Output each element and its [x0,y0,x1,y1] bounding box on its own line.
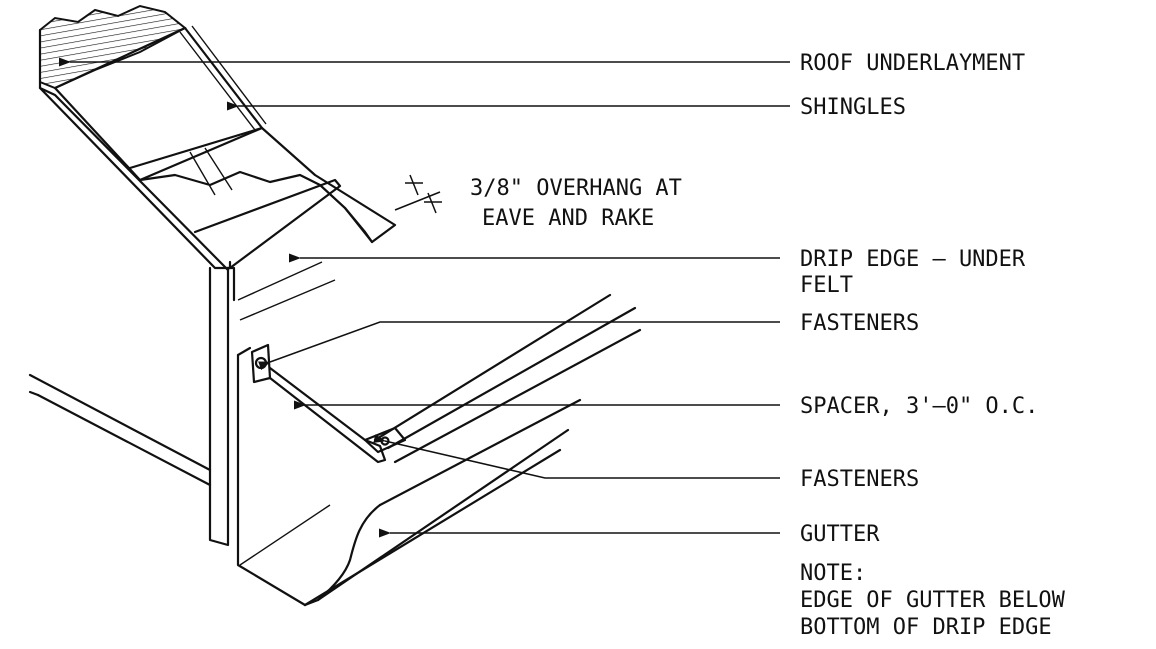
shingle-slot-line-2 [191,25,267,125]
label-note-line-1: EDGE OF GUTTER BELOW [800,588,1066,613]
hanger-rail-2 [386,306,637,450]
shingle-course-joint-1 [189,151,216,196]
roof-deck-top-edge [38,86,230,272]
gutter-back-top [236,346,252,357]
roof-assembly [38,4,397,321]
overhang-dimension [394,174,442,214]
shingle-lower-course [128,126,397,244]
upper-fastener-tab [250,343,272,384]
callout-labels: ROOF UNDERLAYMENT SHINGLES 3/8" OVERHANG… [470,51,1066,640]
upper-fastener-hole [254,356,268,370]
dimension-line [394,191,441,211]
gutter-assembly [236,293,642,607]
label-overhang-line-2: EAVE AND RAKE [482,206,654,231]
label-gutter: GUTTER [800,522,880,547]
label-roof-underlayment: ROOF UNDERLAYMENT [800,51,1025,76]
gutter-back-wall [236,353,307,607]
shingle-course-joint-2 [204,147,233,191]
label-note-heading: NOTE: [800,561,866,586]
drip-edge-flange [193,178,342,270]
dim-tick-2 [427,192,437,214]
label-overhang-line-1: 3/8" OVERHANG AT [470,176,682,201]
wall-plate-line-3 [28,390,40,397]
drip-edge-bend-1 [237,261,323,301]
hanger-rail-1 [373,293,612,442]
fascia-and-wall [28,266,236,547]
label-note-line-2: BOTTOM OF DRIP EDGE [800,615,1052,640]
leader-lines [59,57,790,538]
gutter-front-edge [303,448,562,607]
drip-edge-bend-2 [239,279,336,321]
shingle-slot-line-1 [179,31,256,131]
lower-fastener-tab [363,426,407,454]
leader-fasteners-upper [258,321,780,370]
label-fasteners-upper: FASTENERS [800,311,919,336]
label-drip-edge-line-2: FELT [800,273,853,298]
dim-tick-1 [409,174,419,196]
leader-fasteners-lower [373,434,780,479]
wall-plate-line-2 [36,393,212,487]
fascia-face-line [226,266,236,302]
label-shingles: SHINGLES [800,95,906,120]
label-fasteners-lower: FASTENERS [800,467,919,492]
gutter-interior-line [239,504,331,566]
wall-plate-line-1 [28,373,212,472]
label-spacer: SPACER, 3'—0" O.C. [800,394,1038,419]
hanger-rail-3 [393,328,642,464]
gutter-top-edge [378,398,582,507]
roof-underlayment-hatched [39,4,187,90]
fascia-board [208,266,230,547]
spacer-bar [268,366,387,464]
gutter-front-profile [303,503,382,607]
label-drip-edge-line-1: DRIP EDGE — UNDER [800,247,1026,272]
